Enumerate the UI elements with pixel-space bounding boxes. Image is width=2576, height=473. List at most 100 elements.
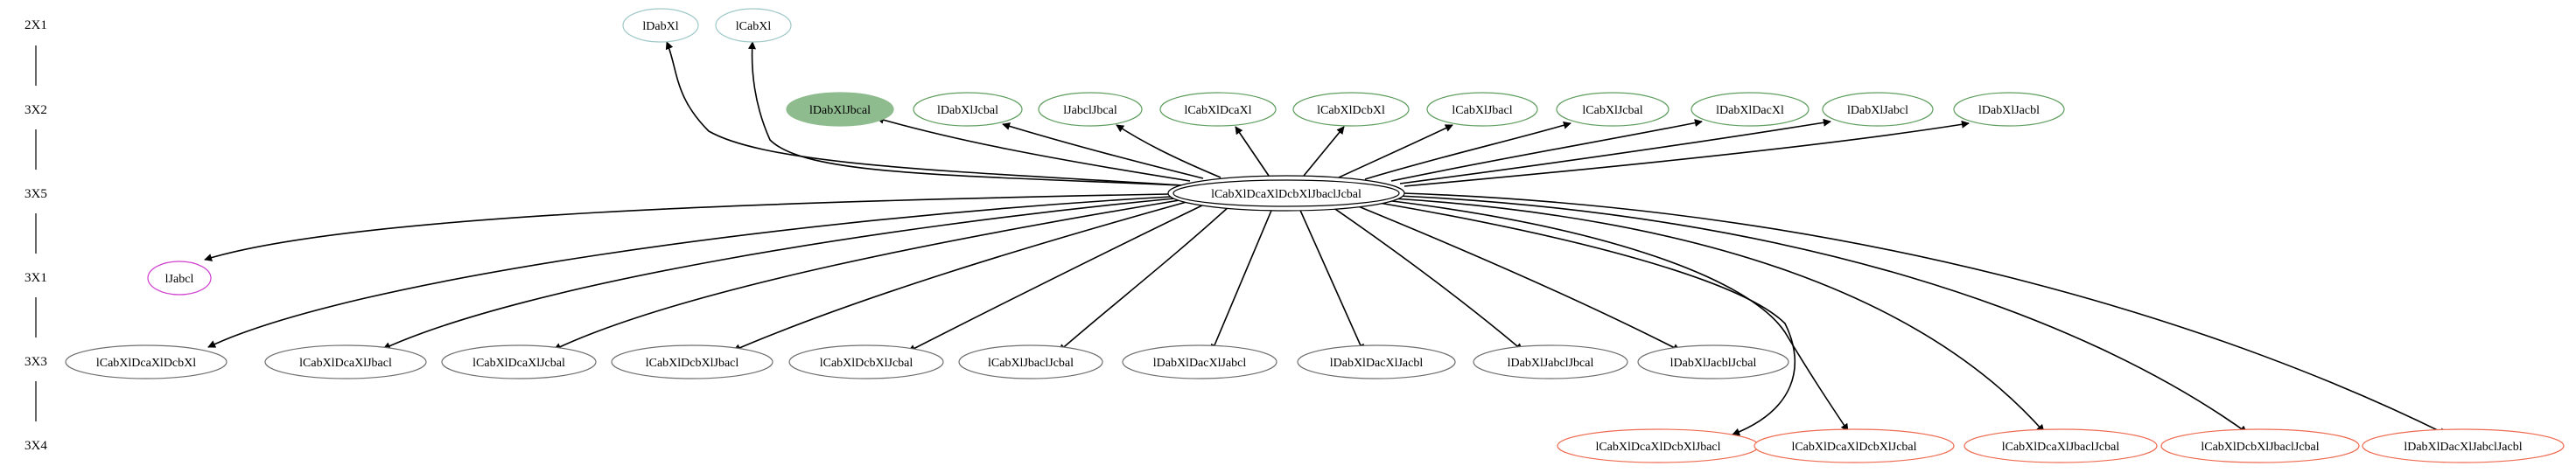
node-ellipse <box>788 344 944 379</box>
rank-3x2-nodes: lDabXlJbcal lDabXlJcbal lJabclJbcal lCab… <box>786 92 2065 127</box>
edge <box>1351 203 1681 351</box>
node-label: lCabXlDcaXlJbaclJcbal <box>2002 441 2120 454</box>
node-ellipse <box>1292 92 1410 127</box>
node-ellipse <box>1038 92 1143 127</box>
rank-label: 3X4 <box>24 439 47 453</box>
edge <box>1392 198 2045 433</box>
edge <box>1402 192 2447 435</box>
node-label: lCabXlDcaXlDcbXlJbacl <box>1595 441 1720 454</box>
node-ellipse <box>611 344 774 379</box>
node-label: lDabXlJcbal <box>937 104 998 117</box>
node-ellipse <box>1473 344 1628 379</box>
edge <box>1397 195 2248 434</box>
node-ellipse <box>2160 428 2360 463</box>
node-label: lCabXlDcaXlDcbXl <box>96 357 196 370</box>
edge <box>1298 205 1364 352</box>
node-ellipse <box>958 344 1103 379</box>
node-ellipse <box>1297 344 1456 379</box>
node-ellipse <box>1159 92 1277 127</box>
node-ellipse <box>65 344 228 379</box>
node-ellipse-highlight <box>786 92 894 127</box>
rank-3x4-nodes: lCabXlDcaXlDcbXlJbacl lCabXlDcaXlDcbXlJc… <box>1557 428 2565 463</box>
node-ellipse <box>1953 92 2065 127</box>
rank-2x1-nodes: lDabXl lCabXl <box>622 8 792 43</box>
node-ellipse <box>1964 428 2158 463</box>
edge <box>1329 205 1523 351</box>
node-label: lDabXlDacXlJabclJacbl <box>2404 441 2522 454</box>
rank-label: 3X2 <box>24 103 47 117</box>
node-label: lCabXlDcbXlJcbal <box>820 357 914 370</box>
node-label: lDabXlDacXlJacbl <box>1330 357 1424 370</box>
node-label: lCabXl <box>736 20 772 33</box>
node-label: lCabXlJbaclJcbal <box>988 357 1074 370</box>
rank-label: 3X3 <box>24 355 47 369</box>
edge <box>553 199 1180 351</box>
edge <box>204 193 1169 261</box>
node-label: lCabXlDcbXlJbacl <box>646 357 739 370</box>
rank-3x1-nodes: lJabcl <box>147 261 212 296</box>
edge <box>748 41 1184 186</box>
edge <box>1058 205 1231 352</box>
node-label: lJabclJbcal <box>1063 104 1117 117</box>
node-label: lCabXlDcaXlJcbal <box>472 357 565 370</box>
center-node-inner <box>1172 179 1400 207</box>
node-label: lDabXlJbcal <box>809 104 871 117</box>
rank-3x3-nodes: lCabXlDcaXlDcbXl lCabXlDcaXlJbacl lCabXl… <box>65 344 1789 379</box>
node-label: lDabXlJacblJcbal <box>1670 357 1757 370</box>
node-label: lCabXlDcbXl <box>1317 104 1385 117</box>
node-label: lCabXlDcaXl <box>1185 104 1252 117</box>
node-ellipse <box>1556 92 1670 127</box>
edges <box>204 41 2447 436</box>
node-label: lCabXlJbacl <box>1452 104 1512 117</box>
node-label: lCabXlJcbal <box>1582 104 1642 117</box>
node-ellipse <box>913 92 1023 127</box>
center-node-outer <box>1167 175 1405 212</box>
edge <box>1399 118 1831 184</box>
edge <box>1364 121 1572 180</box>
node-label: lDabXlJabcl <box>1847 104 1908 117</box>
edge <box>382 198 1175 350</box>
edge <box>1303 126 1345 177</box>
node-ellipse <box>147 261 212 296</box>
rank-3x5-nodes: lCabXlDcaXlDcbXlJbaclJcbal <box>1167 175 1405 212</box>
node-ellipse <box>1822 92 1934 127</box>
edge <box>1338 124 1453 178</box>
node-label: lCabXlDcbXlJbaclJcbal <box>2201 441 2319 454</box>
node-ellipse <box>2362 428 2565 463</box>
node-label: lDabXlDacXlJabcl <box>1153 357 1247 370</box>
rank-label: 3X5 <box>24 187 47 201</box>
node-label: lDabXlDacXl <box>1716 104 1784 117</box>
node-ellipse <box>264 344 427 379</box>
edge <box>1404 120 1970 187</box>
edge <box>732 201 1187 351</box>
rank-label: 3X1 <box>24 271 47 285</box>
node-ellipse <box>1637 344 1789 379</box>
node-label: lDabXlJacbl <box>1978 104 2040 117</box>
edge <box>1116 124 1222 178</box>
edge <box>207 196 1172 348</box>
rank-label: 2X1 <box>24 18 47 32</box>
edge <box>1384 199 1849 432</box>
node-label: lDabXlJabclJbcal <box>1508 357 1594 370</box>
edge <box>665 41 1184 186</box>
node-label: lJabcl <box>165 273 194 286</box>
node-ellipse <box>622 8 699 43</box>
node-ellipse <box>715 8 792 43</box>
node-label: lCabXlDcaXlJbacl <box>299 357 392 370</box>
edge <box>876 115 1191 182</box>
node-ellipse <box>1426 92 1538 127</box>
node-ellipse <box>441 344 597 379</box>
node-ellipse <box>1690 92 1810 127</box>
edge <box>907 203 1207 352</box>
edge <box>1211 205 1274 352</box>
center-node-label: lCabXlDcaXlDcbXlJbaclJcbal <box>1211 188 1362 201</box>
edge <box>1002 122 1204 179</box>
rank-axis: 2X1 3X2 3X5 3X1 3X3 3X4 <box>24 18 47 453</box>
node-ellipse <box>1754 428 1955 463</box>
edge <box>1373 201 1796 436</box>
edge <box>1235 126 1270 177</box>
node-label: lCabXlDcaXlDcbXlJcbal <box>1791 441 1916 454</box>
edge <box>1390 119 1703 182</box>
node-label: lDabXl <box>642 20 678 33</box>
